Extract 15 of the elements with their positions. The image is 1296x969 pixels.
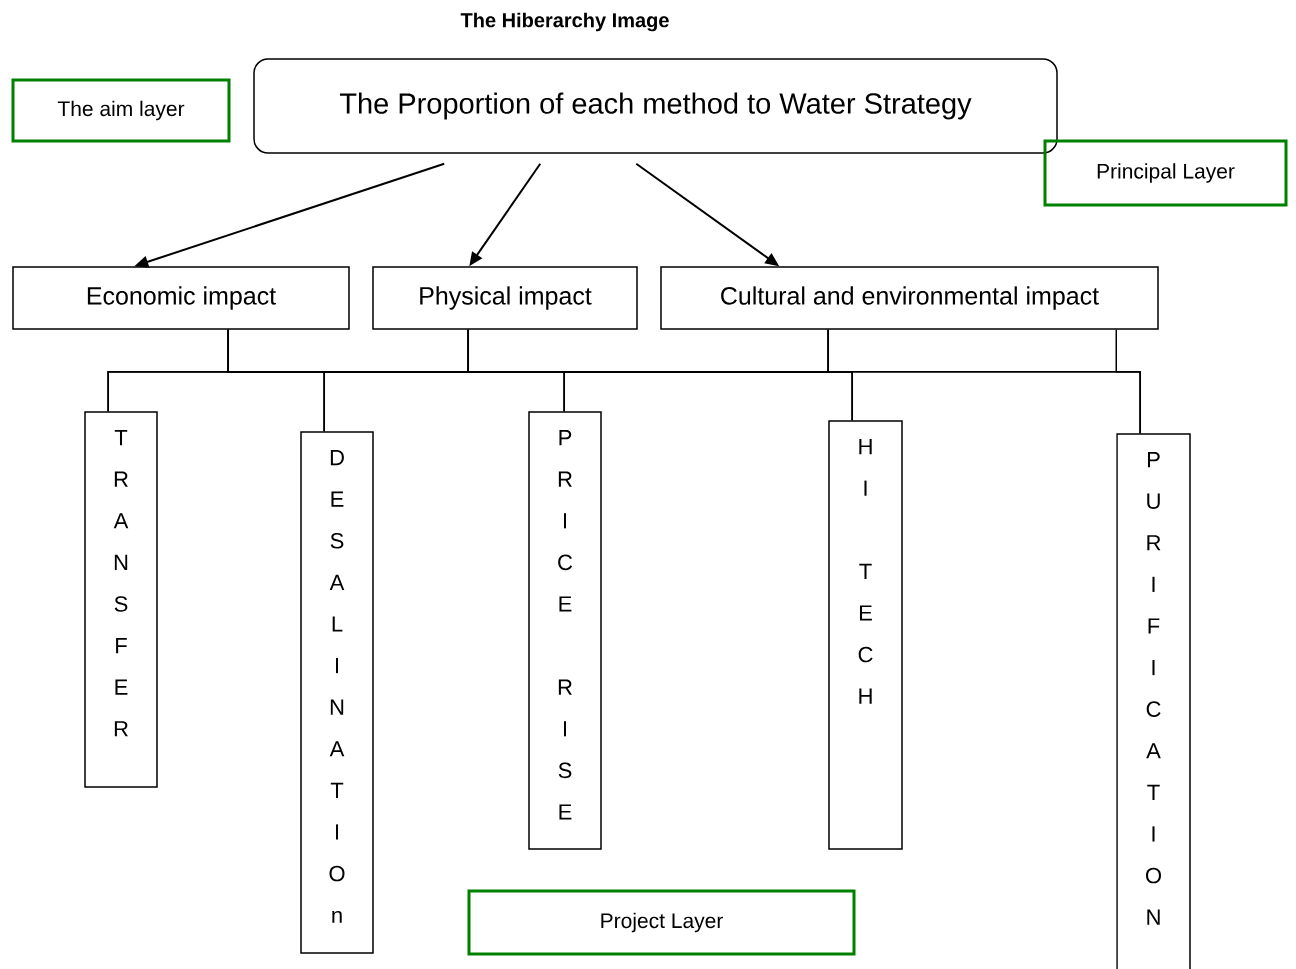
criterion-box: Economic impact bbox=[12, 266, 350, 330]
alternative-box: TRANSFER bbox=[84, 411, 158, 788]
layer-box: Principal Layer bbox=[1043, 139, 1288, 207]
connector-line bbox=[1115, 329, 1141, 434]
layer-box: The aim layer bbox=[11, 78, 231, 143]
alternative-box: PRICE RISE bbox=[528, 411, 602, 850]
layer-box: Project Layer bbox=[467, 889, 856, 956]
alternative-box: DESALINATIOn bbox=[300, 431, 374, 954]
alternative-box: PURIFICATION bbox=[1116, 433, 1191, 969]
connector-line bbox=[827, 329, 853, 421]
title: The Hiberarchy Image bbox=[460, 12, 669, 32]
alternative-box: HI TECH bbox=[828, 420, 903, 850]
criterion-box: Physical impact bbox=[372, 266, 638, 330]
goal-box: The Proportion of each method to Water Strategy bbox=[253, 58, 1058, 154]
criterion-box: Cultural and environmental impact bbox=[660, 266, 1159, 330]
